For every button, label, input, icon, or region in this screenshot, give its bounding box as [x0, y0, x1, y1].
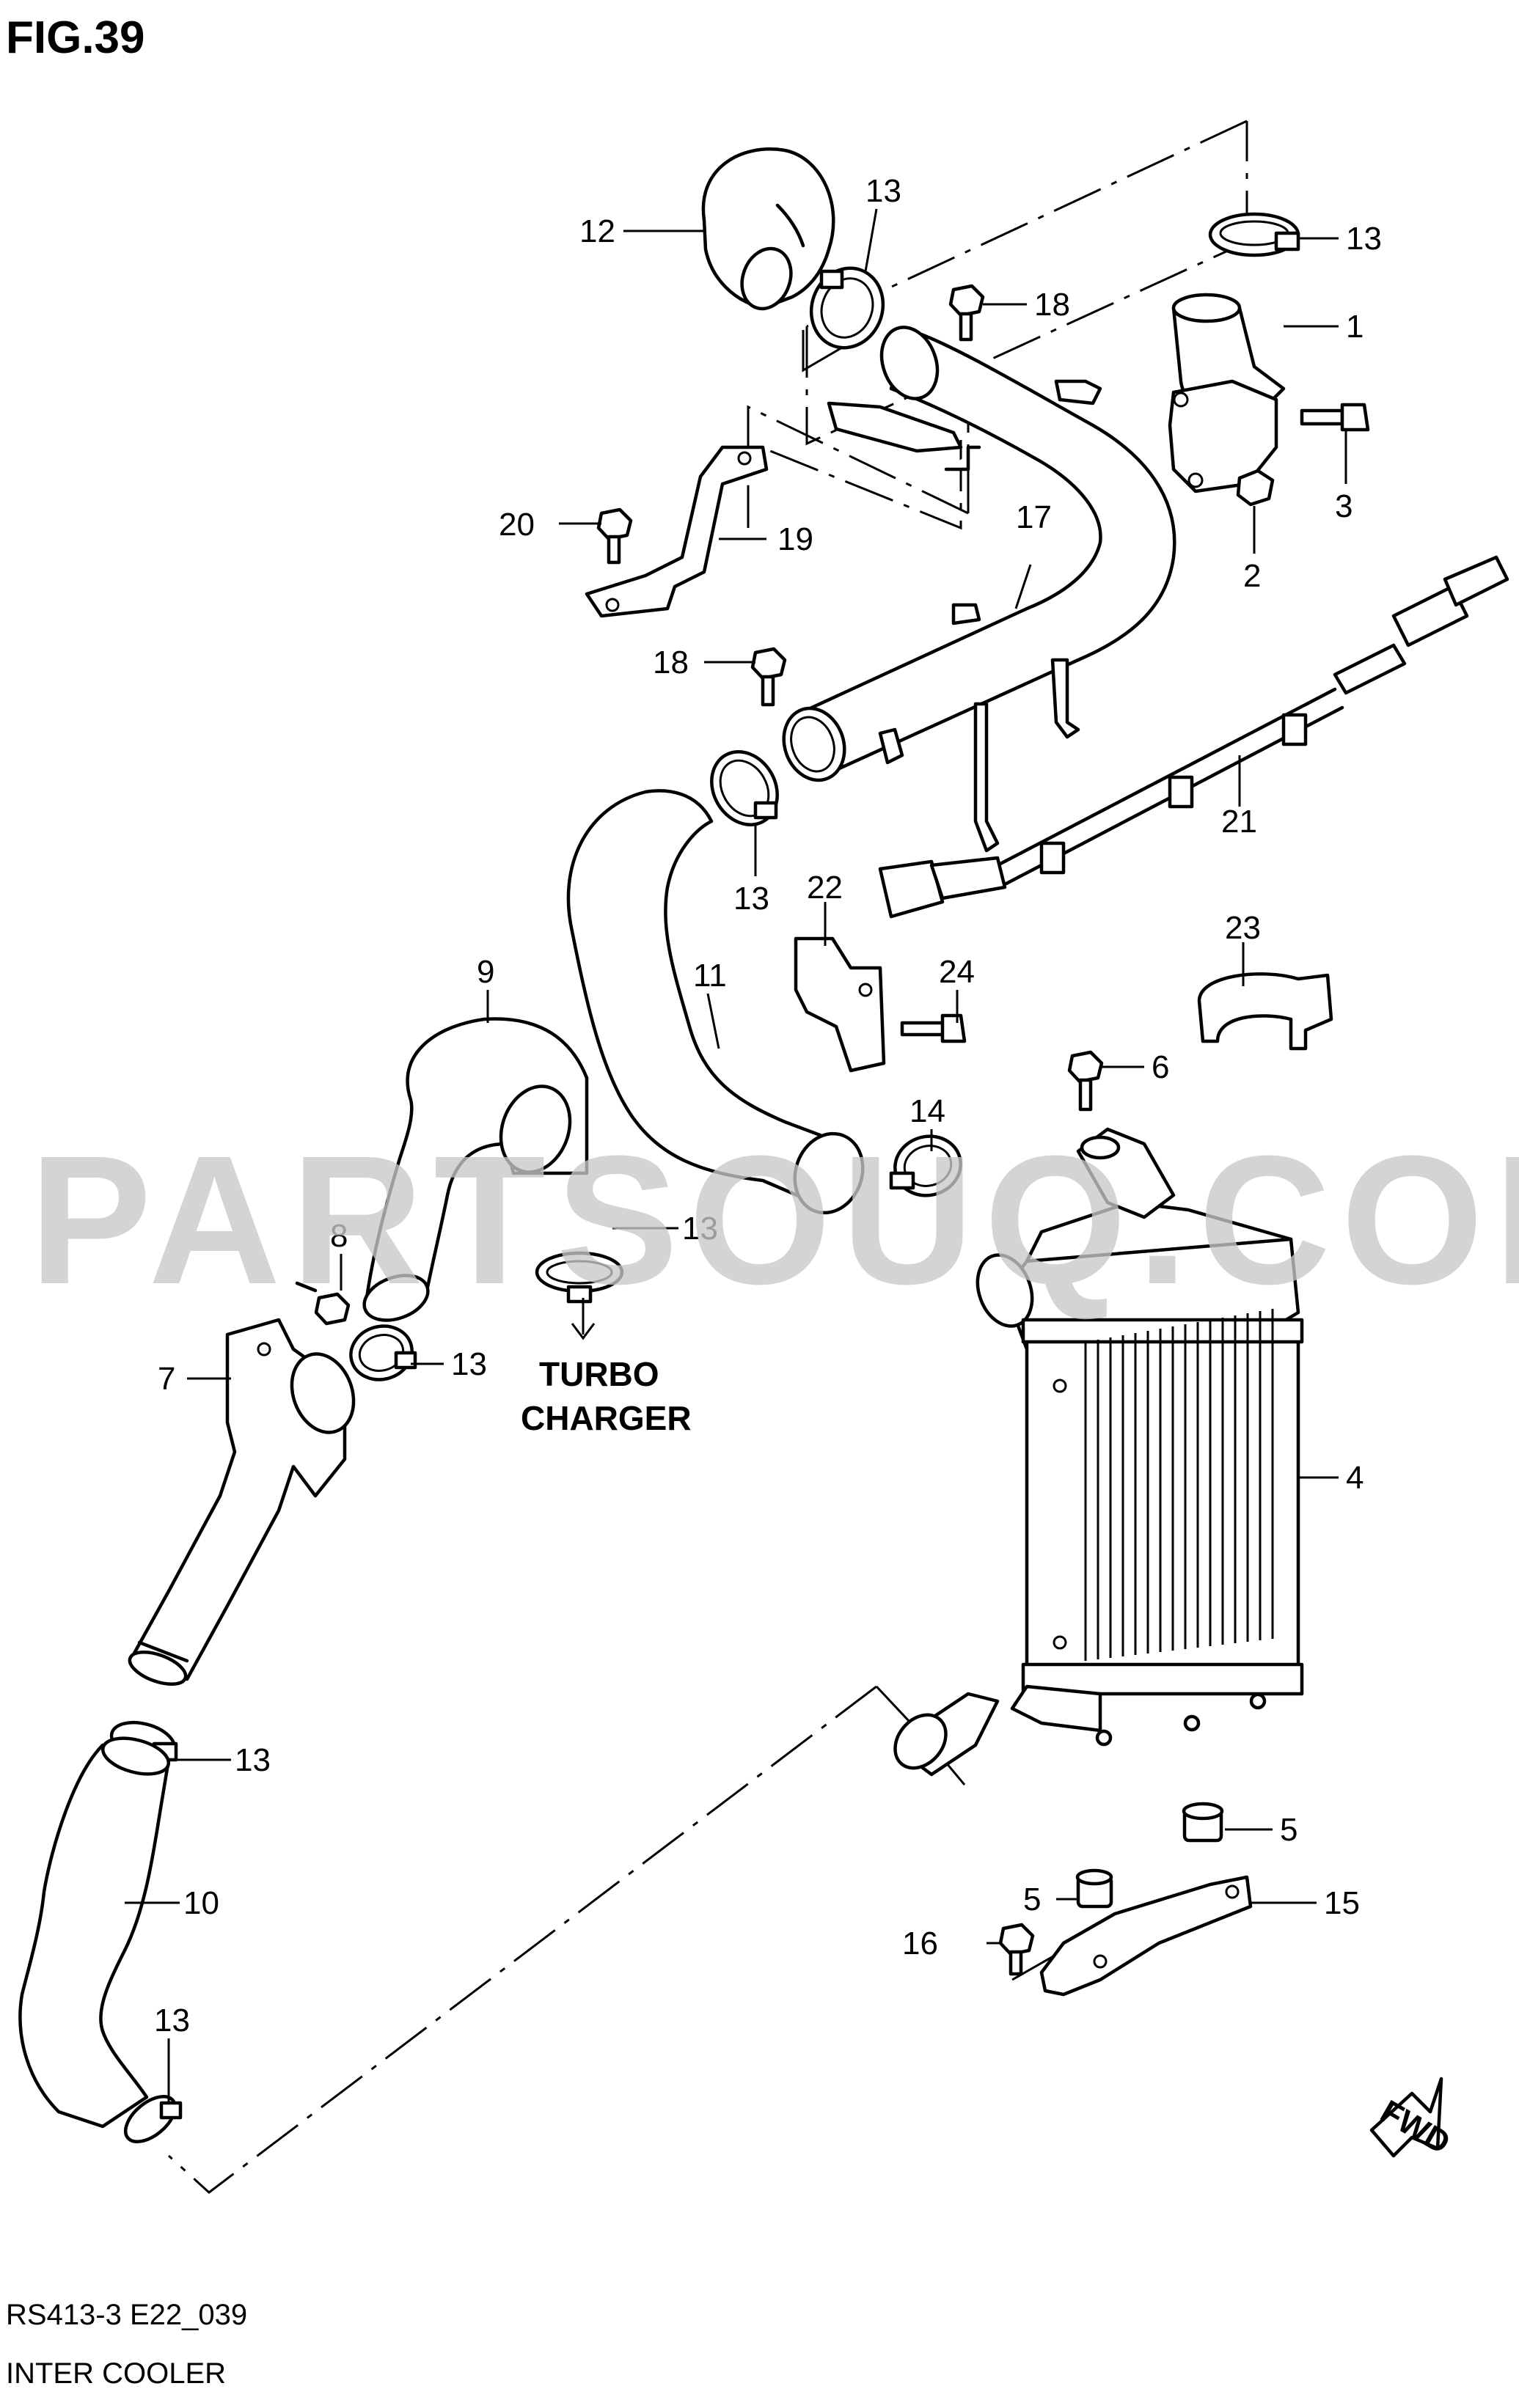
- part-13-clamp-top-middle: [809, 266, 885, 350]
- callout-21: 21: [1221, 804, 1257, 840]
- part-9-hose: [362, 1017, 589, 1322]
- callout-13-top-right: 13: [1346, 221, 1382, 257]
- note-line-1: TURBO: [539, 1355, 659, 1393]
- callout-7: 7: [158, 1361, 175, 1397]
- callout-24: 24: [939, 954, 975, 990]
- callout-13-turbo: 13: [682, 1211, 718, 1247]
- part-10-hose: [18, 1736, 171, 2129]
- callout-13-left: 13: [451, 1346, 487, 1382]
- callout-14: 14: [909, 1093, 945, 1129]
- callout-23: 23: [1225, 910, 1261, 946]
- part-5-grommet-upper: [1182, 1802, 1224, 1843]
- figure-title: FIG.39: [6, 12, 145, 63]
- figure-name: INTER COOLER: [6, 2357, 226, 2390]
- callout-5-lower: 5: [1023, 1882, 1041, 1917]
- turbo-charger-note: TURBO CHARGER: [521, 1298, 692, 1437]
- callout-20: 20: [499, 507, 535, 543]
- callout-18-middle: 18: [653, 645, 689, 680]
- part-5-grommet-lower: [1075, 1868, 1113, 1909]
- part-13-clamp-top-right: [1208, 212, 1300, 257]
- part-13-clamp-left: [349, 1324, 417, 1381]
- callout-6: 6: [1152, 1049, 1169, 1085]
- part-23-clip: [1197, 972, 1333, 1051]
- callouts: 1 2 3 4 5 5 6 7 8 9 10 11 12 13 13 13 13…: [154, 173, 1382, 2038]
- callout-13-bottom: 13: [154, 2003, 190, 2038]
- callout-13-lower-left: 13: [235, 1742, 271, 1778]
- callout-13-mid-pipe: 13: [733, 881, 769, 917]
- figure-code: RS413-3 E22_039: [6, 2299, 247, 2331]
- watermark: PARTSOUQ.COM: [29, 1117, 1519, 1322]
- callout-1: 1: [1346, 309, 1364, 345]
- callout-4: 4: [1346, 1460, 1364, 1496]
- part-12-hose-elbow: [701, 147, 835, 311]
- callout-12: 12: [579, 213, 615, 249]
- callout-5-upper: 5: [1280, 1812, 1297, 1848]
- part-24-bolt: [900, 1013, 967, 1043]
- part-4-intercooler: [893, 1127, 1304, 1777]
- callout-22: 22: [807, 870, 843, 906]
- part-16-bolt: [998, 1923, 1035, 1976]
- part-20-bolt: [596, 507, 633, 565]
- part-18-bolt-top: [948, 284, 985, 342]
- part-7-pipe: [128, 1318, 356, 1686]
- callout-18-top: 18: [1034, 287, 1070, 323]
- leader-lines: [125, 208, 1347, 2104]
- intercooler-fins: [1084, 1309, 1274, 1661]
- callout-9: 9: [477, 954, 494, 990]
- part-6-bolt: [1067, 1050, 1104, 1112]
- part-17-pipe: [782, 326, 1176, 853]
- part-3-bolt: [1300, 403, 1370, 432]
- part-11-hose: [566, 789, 865, 1215]
- callout-11: 11: [693, 958, 727, 994]
- callout-3: 3: [1335, 488, 1353, 524]
- callout-8: 8: [330, 1218, 348, 1254]
- part-19-bracket: [585, 445, 769, 618]
- callout-10: 10: [183, 1885, 219, 1921]
- part-13-clamp-mid-pipe: [710, 750, 779, 826]
- part-22-bracket: [794, 936, 886, 1073]
- part-14-clamp: [889, 1134, 962, 1197]
- part-21-sensor-harness: [878, 555, 1509, 919]
- part-13-clamp-bottom: [124, 2095, 183, 2143]
- part-15-bracket: [1039, 1875, 1253, 1997]
- callout-17: 17: [1016, 499, 1052, 535]
- callout-19: 19: [777, 521, 813, 557]
- part-1-outlet-pipe: [1168, 293, 1286, 493]
- callout-13-top-middle: 13: [865, 173, 901, 209]
- part-18-bolt-middle: [750, 647, 787, 707]
- part-13-clamp-turbo: [535, 1251, 624, 1304]
- part-2-nut: [1236, 469, 1275, 507]
- part-8-bolt: [295, 1281, 351, 1326]
- note-line-2: CHARGER: [521, 1399, 692, 1437]
- callout-2: 2: [1243, 558, 1261, 594]
- fwd-arrow: FWD: [1369, 2077, 1456, 2161]
- callout-15: 15: [1324, 1885, 1360, 1921]
- callout-16: 16: [902, 1926, 938, 1961]
